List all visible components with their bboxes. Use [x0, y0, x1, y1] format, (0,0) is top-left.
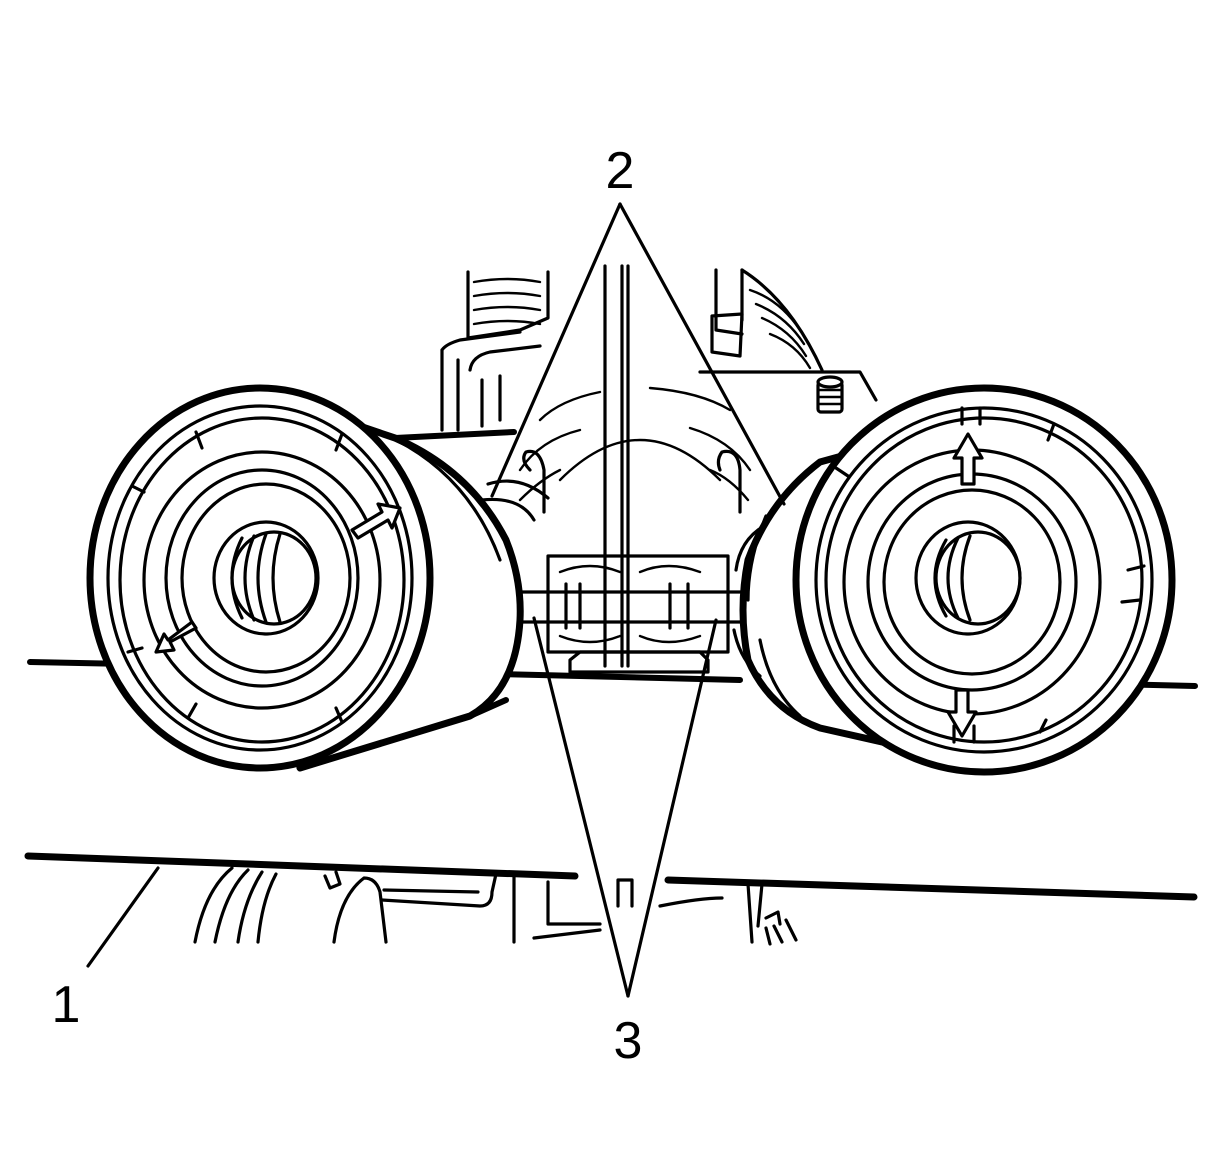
right-camshaft-sprocket [732, 384, 1176, 776]
leader-lines [86, 202, 786, 998]
leader-line-1 [86, 866, 160, 968]
leader-line-3-right [626, 618, 718, 998]
leader-line-2-right [618, 202, 786, 506]
callout-label-1: 1 [52, 976, 81, 1034]
lower-engine-components [193, 866, 798, 946]
leader-line-2-left [490, 202, 622, 498]
engine-background [440, 264, 878, 674]
left-camshaft-sprocket [86, 384, 550, 772]
leader-line-3-left [532, 616, 630, 998]
callout-label-3: 3 [614, 1012, 643, 1070]
callout-label-2: 2 [606, 142, 635, 200]
